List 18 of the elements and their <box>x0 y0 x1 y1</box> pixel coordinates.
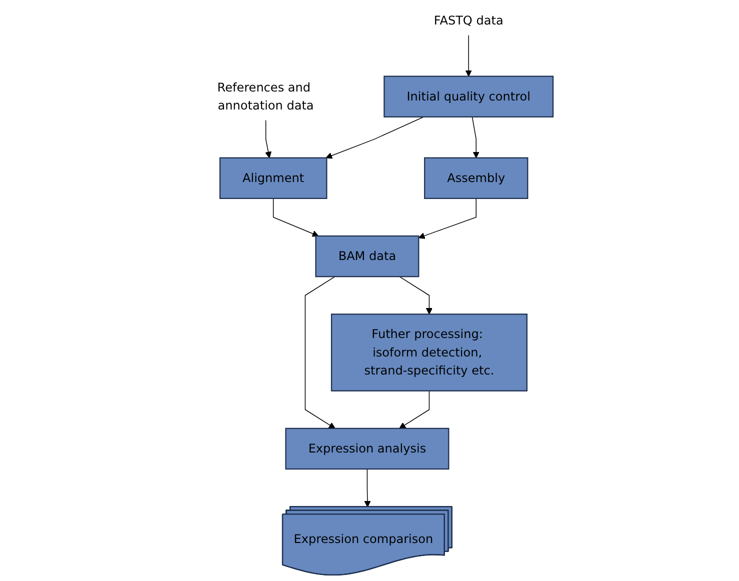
node-box: Expression analysis <box>286 428 450 470</box>
arrow <box>400 390 430 429</box>
node-text: References and annotation data <box>218 80 314 112</box>
node-box: BAM data <box>316 235 420 278</box>
arrow <box>472 116 480 158</box>
arrow <box>466 34 472 77</box>
arrow <box>326 116 425 159</box>
node-box: Initial quality control <box>384 76 554 118</box>
node-box: Alignment <box>220 157 328 199</box>
node-box: Futher processing: isoform detection, strand-specificity etc. <box>331 314 528 392</box>
node-box: Assembly <box>424 157 529 199</box>
arrow <box>364 468 372 508</box>
arrow <box>400 276 433 314</box>
node-text: FASTQ data <box>434 13 504 28</box>
arrow <box>418 198 477 239</box>
arrow <box>273 198 320 237</box>
arrow <box>305 276 336 429</box>
arrow <box>266 120 272 158</box>
